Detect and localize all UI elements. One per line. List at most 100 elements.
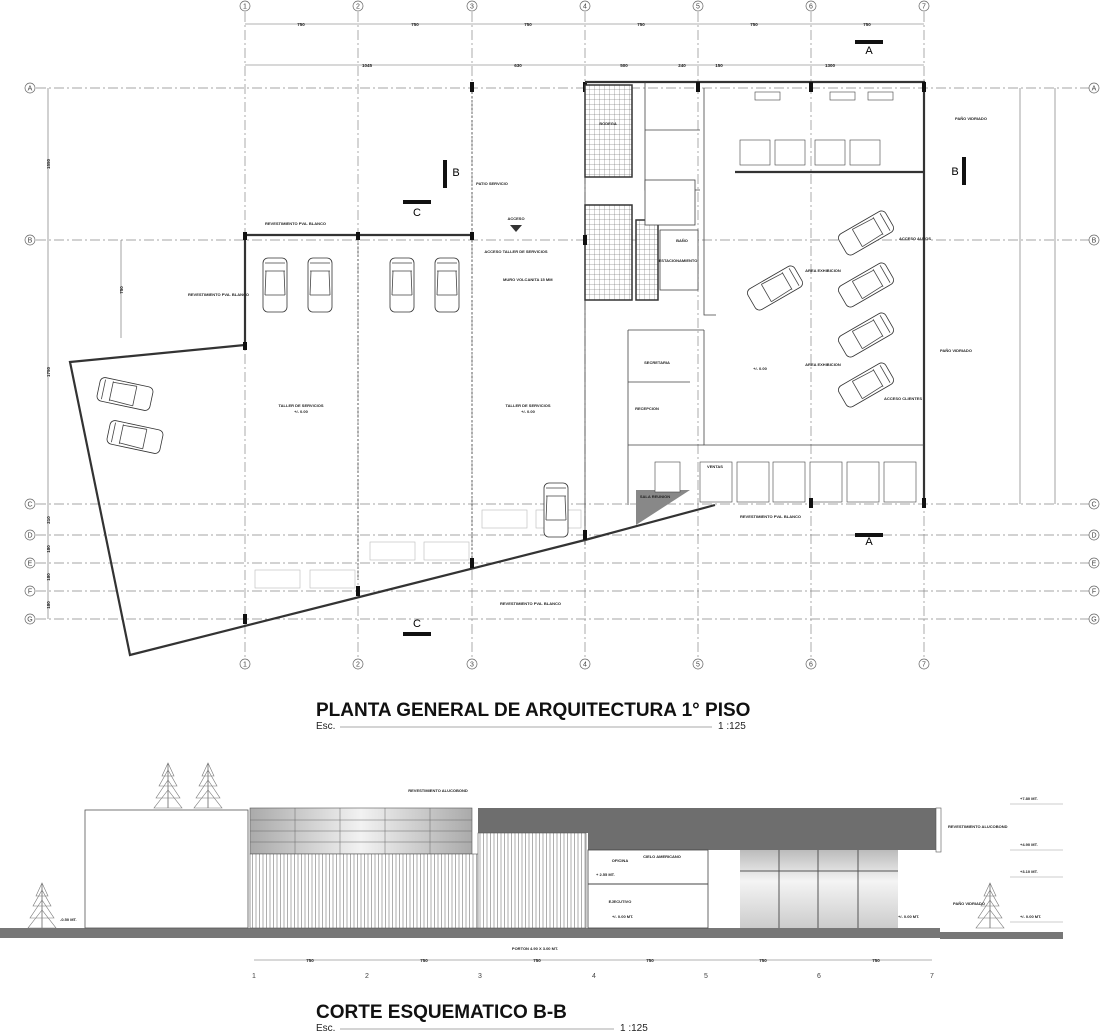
svg-text:EJECUTIVO: EJECUTIVO [609,899,632,904]
grid-marker-2: 2 2 [352,0,364,670]
svg-text:RECEPCION: RECEPCION [635,406,659,411]
sales-desks-top [739,91,894,166]
grid-column-markers: 1 1 2 2 3 3 4 4 5 5 6 6 7 7 [239,0,930,670]
svg-text:2: 2 [365,973,369,980]
svg-text:3: 3 [470,4,474,11]
svg-text:+3.10 MT.: +3.10 MT. [1020,869,1038,874]
svg-text:ACCESO TALLER DE SERVICIOS: ACCESO TALLER DE SERVICIOS [484,249,548,254]
svg-text:210: 210 [46,516,51,524]
svg-text:REVESTIMIENTO PVA. BLANCO: REVESTIMIENTO PVA. BLANCO [265,221,326,226]
svg-text:750: 750 [297,22,305,27]
car-icon [262,257,288,313]
dimension-lines: 750 750 750 750 750 750 1045 630 500 240… [46,22,1056,619]
svg-text:E: E [1092,561,1097,568]
svg-text:750: 750 [533,958,541,963]
svg-text:1 :125: 1 :125 [620,1023,648,1034]
svg-text:6: 6 [817,973,821,980]
svg-text:REVESTIMIENTO PVA. BLANCO: REVESTIMIENTO PVA. BLANCO [500,601,561,606]
svg-text:1300: 1300 [825,63,836,68]
svg-text:PAÑO VIDRIADO: PAÑO VIDRIADO [953,901,985,906]
svg-text:3: 3 [478,973,482,980]
svg-text:E: E [28,561,33,568]
svg-text:1: 1 [252,973,256,980]
svg-text:1750: 1750 [46,366,51,377]
svg-text:1 :125: 1 :125 [718,721,746,732]
svg-text:CORTE ESQUEMATICO B-B: CORTE ESQUEMATICO B-B [316,1002,567,1023]
car-icon [434,257,460,313]
grid-marker-7: 7 7 [918,0,930,670]
grid-marker-5: 5 5 [692,0,704,670]
svg-text:750: 750 [863,22,871,27]
svg-text:4: 4 [583,4,587,11]
svg-text:A: A [865,45,873,57]
svg-text:750: 750 [637,22,645,27]
svg-text:630: 630 [514,63,522,68]
svg-text:5: 5 [704,973,708,980]
svg-text:750: 750 [759,958,767,963]
svg-text:F: F [1092,589,1096,596]
grid-marker-6: 6 6 [805,0,817,670]
svg-text:G: G [1091,617,1096,624]
svg-text:PORTON 4.90 X 3.00 MT.: PORTON 4.90 X 3.00 MT. [512,946,558,951]
svg-text:5: 5 [696,662,700,669]
svg-text:OFICINA: OFICINA [612,858,629,863]
svg-text:REVESTIMIENTO ALUCOBOND: REVESTIMIENTO ALUCOBOND [948,824,1008,829]
car-icon [543,482,569,538]
svg-text:2: 2 [356,662,360,669]
svg-text:BAÑO: BAÑO [676,238,688,243]
svg-text:4: 4 [592,973,596,980]
car-icon [836,208,896,258]
svg-text:MURO VOLCANITA 15 MM: MURO VOLCANITA 15 MM [503,277,553,282]
section-markers: A A B B C C [403,40,966,636]
section-labels: REVESTIMIENTO ALUCOBOND REVESTIMIENTO AL… [60,788,1063,951]
roof-band [588,808,938,850]
svg-text:PLANTA GENERAL DE ARQUITECTURA: PLANTA GENERAL DE ARQUITECTURA 1° PISO [316,700,750,721]
svg-text:4: 4 [583,662,587,669]
svg-text:Esc.: Esc. [316,721,335,732]
sales-desks-bottom [654,461,917,503]
svg-text:1550: 1550 [46,158,51,169]
svg-text:150: 150 [715,63,723,68]
svg-text:240: 240 [678,63,686,68]
showroom-cars [745,208,896,410]
svg-text:2: 2 [356,4,360,11]
svg-text:B: B [951,166,958,178]
svg-text:7: 7 [930,973,934,980]
svg-text:PATIO SERVICIO: PATIO SERVICIO [476,181,508,186]
tree-icon [153,762,183,809]
car-icon [836,260,896,310]
workshop-cars [95,257,569,538]
svg-text:AREA EXHIBICION: AREA EXHIBICION [805,362,841,367]
svg-text:500: 500 [620,63,628,68]
room-labels: TALLER DE SERVICIOS +/- 0.00 TALLER DE S… [188,116,987,606]
svg-text:750: 750 [119,286,124,294]
grid-lines [36,12,1090,658]
svg-text:D: D [27,533,32,540]
svg-text:1: 1 [243,4,247,11]
service-bays [254,509,582,589]
svg-text:3: 3 [470,662,474,669]
tree-icon [27,882,57,929]
svg-text:1045: 1045 [362,63,373,68]
car-icon [836,360,896,410]
svg-text:SECRETARIA: SECRETARIA [644,360,670,365]
svg-text:+/- 0.00: +/- 0.00 [753,366,767,371]
car-icon [105,419,165,455]
svg-text:BODEGA: BODEGA [599,121,617,126]
section-title-block: CORTE ESQUEMATICO B-B Esc. 1 :125 [316,1002,648,1034]
svg-text:B: B [28,238,33,245]
plan-title-block: PLANTA GENERAL DE ARQUITECTURA 1° PISO E… [316,700,750,732]
svg-text:+4.90 MT.: +4.90 MT. [1020,842,1038,847]
svg-text:+/- 0.00 MT.: +/- 0.00 MT. [1020,914,1041,919]
svg-text:180: 180 [46,545,51,553]
svg-text:REVESTIMIENTO PVA. BLANCO: REVESTIMIENTO PVA. BLANCO [740,514,801,519]
roof-band [478,808,588,833]
gate [477,832,587,929]
svg-text:C: C [27,502,32,509]
